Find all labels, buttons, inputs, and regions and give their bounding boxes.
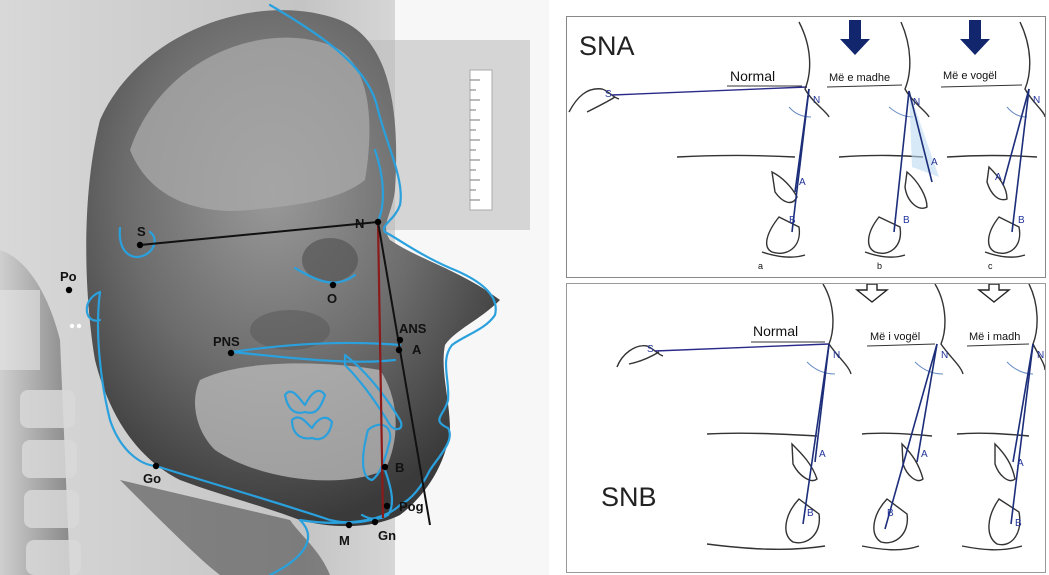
sna-profile-b-palate <box>839 156 923 158</box>
down-arrow-icon-madhe <box>840 20 870 55</box>
sna-b-a: A <box>931 157 938 168</box>
label-go: Go <box>143 471 161 486</box>
sna-profiles <box>677 22 1045 257</box>
snb-profile-2-chin <box>874 499 907 543</box>
snb-profile-1-palate <box>707 433 817 436</box>
down-arrow-outline-icon-madh <box>979 284 1009 302</box>
snb-label-madh-underline <box>967 344 1029 346</box>
label-s: S <box>137 224 146 239</box>
sna-label-madhe: Më e madhe <box>829 72 890 84</box>
sna-sub-a: a <box>758 261 763 271</box>
snb-diagram: SNB S Norm <box>566 283 1046 573</box>
sna-label-madhe-underline <box>827 85 902 87</box>
label-pog: Pog <box>399 499 424 514</box>
snb-3-a: A <box>1017 458 1024 469</box>
label-gn: Gn <box>378 528 396 543</box>
snb-profile-1-chin <box>786 499 819 543</box>
sna-c-n: N <box>1033 95 1040 106</box>
snb-point-s: S <box>647 344 654 355</box>
sna-a-b: B <box>789 215 796 226</box>
point-n <box>375 219 381 225</box>
point-o <box>330 282 336 288</box>
snb-title: SNB <box>601 482 657 512</box>
point-ans <box>397 337 403 343</box>
snb-profile-3-incisor <box>995 444 1015 481</box>
snb-svg: SNB S Norm <box>567 284 1045 572</box>
down-arrow-icon-vogel <box>960 20 990 55</box>
point-gn <box>372 519 378 525</box>
point-b <box>382 464 388 470</box>
sna-c-a: A <box>995 172 1002 183</box>
label-m: M <box>339 533 350 548</box>
sna-sn-line <box>612 87 807 95</box>
sna-profile-b-incisor <box>905 172 927 208</box>
snb-3-n: N <box>1037 350 1044 361</box>
sna-b-n: N <box>913 97 920 108</box>
snb-1-a: A <box>819 449 826 460</box>
snb-profile-2-jaw <box>862 546 919 550</box>
point-go <box>153 463 159 469</box>
point-pns <box>228 350 234 356</box>
snb-3-b: B <box>1015 518 1022 529</box>
snb-2-n: N <box>941 350 948 361</box>
snb-sn-line <box>655 344 829 351</box>
snb-1-n: N <box>833 350 840 361</box>
down-arrow-outline-icon-vogel <box>857 284 887 302</box>
sna-profile-a-incisor <box>772 172 797 202</box>
snb-profile-2-nose <box>935 284 963 374</box>
snb-angle-arcs <box>807 362 1033 374</box>
snb-angle-lines <box>803 344 1033 529</box>
point-a <box>396 347 402 353</box>
label-b: B <box>395 460 404 475</box>
sna-label-vogel-underline <box>941 85 1022 87</box>
sna-label-vogel: Më e vogël <box>943 70 997 82</box>
sna-profile-c-chin <box>989 217 1020 253</box>
label-po: Po <box>60 269 77 284</box>
snb-1-b: B <box>807 508 814 519</box>
cephalometric-xray: S N Po O ANS A PNS Go B Pog M Gn <box>0 0 549 575</box>
snb-sella-outline <box>617 346 663 367</box>
sna-diagram: SNA S Normal Më e madh <box>566 16 1046 278</box>
down-arrow-icon <box>840 20 990 55</box>
sna-b-b: B <box>903 215 910 226</box>
point-m <box>346 522 352 528</box>
label-pns: PNS <box>213 334 240 349</box>
snb-label-normal: Normal <box>753 323 798 339</box>
snb-2-b: B <box>887 508 894 519</box>
label-o: O <box>327 291 337 306</box>
sna-sub-b: b <box>877 261 882 271</box>
snb-profile-3-jaw <box>962 546 1022 550</box>
label-n: N <box>355 216 364 231</box>
down-arrow-outline-icon <box>857 284 1009 302</box>
snb-2-a: A <box>921 449 928 460</box>
ruler <box>470 70 492 210</box>
xray-svg: S N Po O ANS A PNS Go B Pog M Gn <box>0 0 549 575</box>
sna-point-s: S <box>605 89 612 100</box>
point-pog <box>384 503 390 509</box>
snb-label-vogel-underline <box>867 344 935 346</box>
label-ans: ANS <box>399 321 427 336</box>
sna-c-b: B <box>1018 215 1025 226</box>
sna-sub-c: c <box>988 261 993 271</box>
sna-title: SNA <box>579 31 635 61</box>
label-a: A <box>412 342 422 357</box>
point-po <box>66 287 72 293</box>
snb-profile-1-jaw <box>707 544 825 549</box>
snb-label-vogel: Më i vogël <box>870 331 920 343</box>
sna-profile-c-palate <box>947 156 1037 158</box>
sna-a-a: A <box>799 177 806 188</box>
point-s <box>137 242 143 248</box>
sna-label-normal: Normal <box>730 68 775 84</box>
sna-svg: SNA S Normal Më e madh <box>567 17 1045 277</box>
sna-a-n: N <box>813 95 820 106</box>
snb-label-madh: Më i madh <box>969 331 1020 343</box>
sna-profile-a-palate <box>677 156 795 158</box>
